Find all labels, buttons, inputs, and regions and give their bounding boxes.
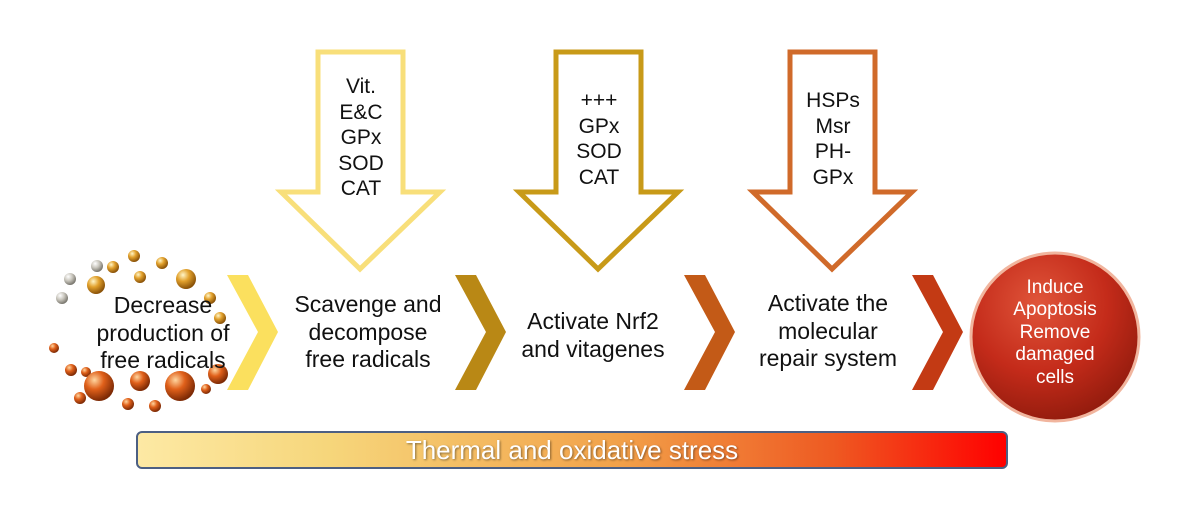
step-label-repair-system: Activate the molecular repair system xyxy=(758,290,898,372)
sphere xyxy=(81,367,91,377)
chevron-4 xyxy=(912,275,963,390)
down-arrow-3 xyxy=(746,49,919,273)
stress-bar-label: Thermal and oxidative stress xyxy=(405,434,739,465)
down-arrow-3-label: HSPs Msr PH- GPx xyxy=(806,89,860,189)
sphere xyxy=(165,371,195,401)
sphere xyxy=(65,364,77,376)
sphere xyxy=(122,398,134,410)
sphere xyxy=(208,364,228,384)
sphere xyxy=(107,261,119,273)
down-arrow-2-label: +++ GPx SOD CAT xyxy=(576,89,622,189)
sphere xyxy=(74,392,86,404)
down-arrow-2 xyxy=(512,49,685,273)
sphere xyxy=(204,292,216,304)
sphere xyxy=(134,271,146,283)
sphere xyxy=(156,257,168,269)
chevron-2 xyxy=(455,275,506,390)
step-label-activate-nrf2: Activate Nrf2 and vitagenes xyxy=(521,308,665,362)
sphere xyxy=(130,371,150,391)
sphere xyxy=(201,384,211,394)
sphere xyxy=(49,343,59,353)
step-label-decrease-production: Decrease production of free radicals xyxy=(96,292,230,374)
down-arrow-1 xyxy=(274,49,447,273)
down-arrow-1-label: Vit. E&C GPx SOD CAT xyxy=(338,75,384,201)
free-radical-spheres xyxy=(49,250,228,412)
step-label-scavenge: Scavenge and decompose free radicals xyxy=(294,291,442,373)
stress-gradient-bar: Thermal and oxidative stress xyxy=(136,431,1008,469)
sphere xyxy=(56,292,68,304)
sphere xyxy=(149,400,161,412)
sphere xyxy=(214,312,226,324)
end-circle xyxy=(969,251,1141,423)
chevron-3 xyxy=(684,275,735,390)
sphere xyxy=(176,269,196,289)
sphere xyxy=(64,273,76,285)
sphere xyxy=(87,276,105,294)
sphere xyxy=(128,250,140,262)
sphere xyxy=(91,260,103,272)
end-circle-label: Induce Apoptosis Remove damaged cells xyxy=(1013,277,1097,388)
chevron-1 xyxy=(227,275,278,390)
sphere xyxy=(84,371,114,401)
